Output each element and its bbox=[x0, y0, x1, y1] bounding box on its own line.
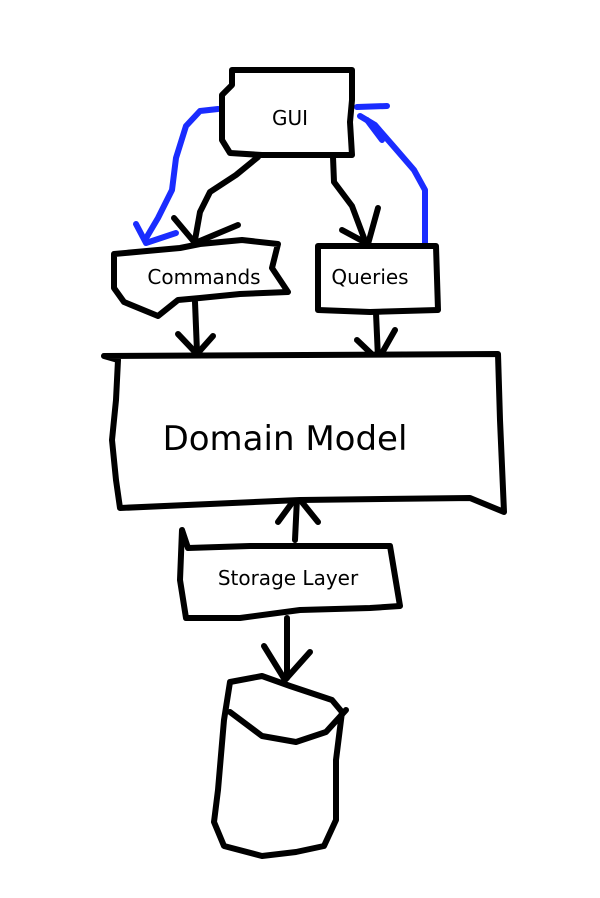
node-gui: GUI bbox=[219, 67, 355, 158]
node-queries: Queries bbox=[315, 243, 441, 315]
commands-label: Commands bbox=[147, 265, 260, 289]
database-icon bbox=[211, 673, 349, 859]
node-domain-model: Domain Model bbox=[101, 351, 507, 515]
edge-queries-to-gui-blue bbox=[354, 103, 428, 249]
node-commands: Commands bbox=[111, 237, 291, 319]
edge-gui-to-commands bbox=[171, 154, 261, 246]
domain-model-label: Domain Model bbox=[163, 419, 408, 459]
edge-gui-to-commands-blue bbox=[133, 106, 221, 246]
storage-layer-label: Storage Layer bbox=[218, 566, 359, 590]
node-storage-layer: Storage Layer bbox=[177, 527, 403, 621]
gui-label: GUI bbox=[272, 106, 308, 130]
edge-gui-to-queries bbox=[330, 154, 381, 247]
queries-label: Queries bbox=[331, 265, 408, 289]
edge-commands-to-domain bbox=[175, 299, 216, 357]
edge-storage-to-database bbox=[261, 615, 313, 683]
